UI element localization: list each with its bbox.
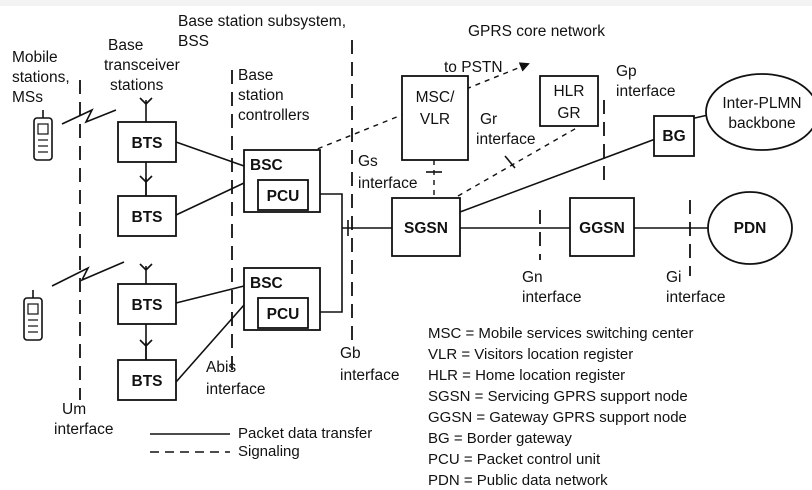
- hlr-label: HLR: [553, 83, 584, 100]
- pcu-bus: [304, 193, 343, 313]
- gr-interface-label: Gr: [480, 111, 497, 128]
- bts-label: BTS: [132, 135, 163, 152]
- sgsn-hlr-signal: [457, 125, 581, 197]
- pcu-label: PCU: [267, 188, 300, 205]
- bts-stations-label: transceiver: [104, 57, 180, 74]
- gn-interface-label: interface: [522, 289, 581, 306]
- gr-tick: [504, 155, 516, 169]
- abbr-bg: BG = Border gateway: [428, 430, 572, 447]
- bts-label: BTS: [132, 209, 163, 226]
- bsc-controllers-label: station: [238, 87, 284, 104]
- pcu-node-1: [257, 179, 309, 211]
- gp-interface-label: interface: [616, 83, 675, 100]
- bts-node-3: [117, 283, 177, 325]
- antenna-icon: [139, 263, 153, 284]
- gb-interface-label: Gb: [340, 345, 361, 362]
- bts-node-2: [117, 195, 177, 237]
- abbr-pdn: PDN = Public data network: [428, 472, 608, 489]
- bts-node-4: [117, 359, 177, 401]
- gs-interface-label: Gs: [358, 153, 378, 170]
- msc-label: MSC/: [416, 89, 455, 106]
- bts-node-1: [117, 121, 177, 163]
- bsc-label: BSC: [250, 275, 283, 292]
- gr-label: GR: [557, 105, 580, 122]
- to-pstn-label: to PSTN: [444, 59, 503, 76]
- mobile-phone-icon: [23, 290, 43, 341]
- vlr-label: VLR: [420, 111, 450, 128]
- backbone-label: backbone: [728, 115, 795, 132]
- hlr-gr-node: [539, 75, 599, 127]
- gb-interface-label: interface: [340, 367, 399, 384]
- um-interface-label: Um: [62, 401, 86, 418]
- mobile-stations-label: MSs: [12, 89, 43, 106]
- mobile-phone-icon: [33, 110, 53, 161]
- abbr-sgsn: SGSN = Servicing GPRS support node: [428, 388, 688, 405]
- pdn-node: [707, 191, 793, 265]
- abbr-ggsn: GGSN = Gateway GPRS support node: [428, 409, 687, 426]
- bg-node: [653, 115, 695, 157]
- sgsn-bg-link: [459, 137, 659, 213]
- gr-interface-label: interface: [476, 131, 535, 148]
- pdn-label: PDN: [734, 220, 767, 237]
- sgsn-node: [391, 197, 461, 257]
- inter-plmn-node: [705, 73, 812, 151]
- gprs-core-label: GPRS core network: [468, 23, 605, 40]
- bts3-bsc2-link: [175, 285, 245, 304]
- bss-label: BSS: [178, 33, 209, 50]
- bts1-bsc1-link: [175, 141, 245, 167]
- bts-stations-label: stations: [110, 77, 164, 94]
- bsc-pstn-signal: [289, 62, 530, 161]
- bsc-controllers-label: controllers: [238, 107, 310, 124]
- radio-link-icon: [61, 108, 117, 125]
- msc-vlr-node: [401, 75, 469, 161]
- mobile-stations-label: Mobile: [12, 49, 58, 66]
- gn-interface-label: Gn: [522, 269, 543, 286]
- abbr-pcu: PCU = Packet control unit: [428, 451, 601, 468]
- abis-interface-label: interface: [206, 381, 265, 398]
- antenna-icon: [139, 97, 153, 122]
- inter-plmn-label: Inter-PLMN: [722, 95, 801, 112]
- bts-stations-label: Base: [108, 37, 143, 54]
- abbr-hlr: HLR = Home location register: [428, 367, 625, 384]
- legend-signaling-label: Signaling: [238, 443, 300, 460]
- gp-interface-label: Gp: [616, 63, 637, 80]
- gs-interface-label: interface: [358, 175, 417, 192]
- bts2-bsc1-link: [175, 182, 245, 216]
- ggsn-label: GGSN: [579, 220, 625, 237]
- ggsn-node: [569, 197, 635, 257]
- abbr-msc: MSC = Mobile services switching center: [428, 325, 694, 342]
- abis-interface-label: Abis: [206, 359, 236, 376]
- antenna-icon: [139, 339, 153, 360]
- mobile-stations-label: stations,: [12, 69, 70, 86]
- bss-label: Base station subsystem,: [178, 13, 346, 30]
- antenna-icon: [139, 175, 153, 196]
- bsc-controllers-label: Base: [238, 67, 273, 84]
- bsc-label: BSC: [250, 157, 283, 174]
- gi-interface-label: interface: [666, 289, 725, 306]
- bg-label: BG: [662, 128, 685, 145]
- bts4-bsc2-link: [175, 304, 245, 383]
- bts-label: BTS: [132, 373, 163, 390]
- um-interface-label: interface: [54, 421, 113, 438]
- bts-label: BTS: [132, 297, 163, 314]
- radio-link-icon: [51, 261, 125, 287]
- abbr-vlr: VLR = Visitors location register: [428, 346, 633, 363]
- sgsn-label: SGSN: [404, 220, 448, 237]
- gi-interface-label: Gi: [666, 269, 682, 286]
- pcu-node-2: [257, 297, 309, 329]
- legend-packet-label: Packet data transfer: [238, 425, 372, 442]
- top-strip: [0, 0, 812, 6]
- pcu-label: PCU: [267, 306, 300, 323]
